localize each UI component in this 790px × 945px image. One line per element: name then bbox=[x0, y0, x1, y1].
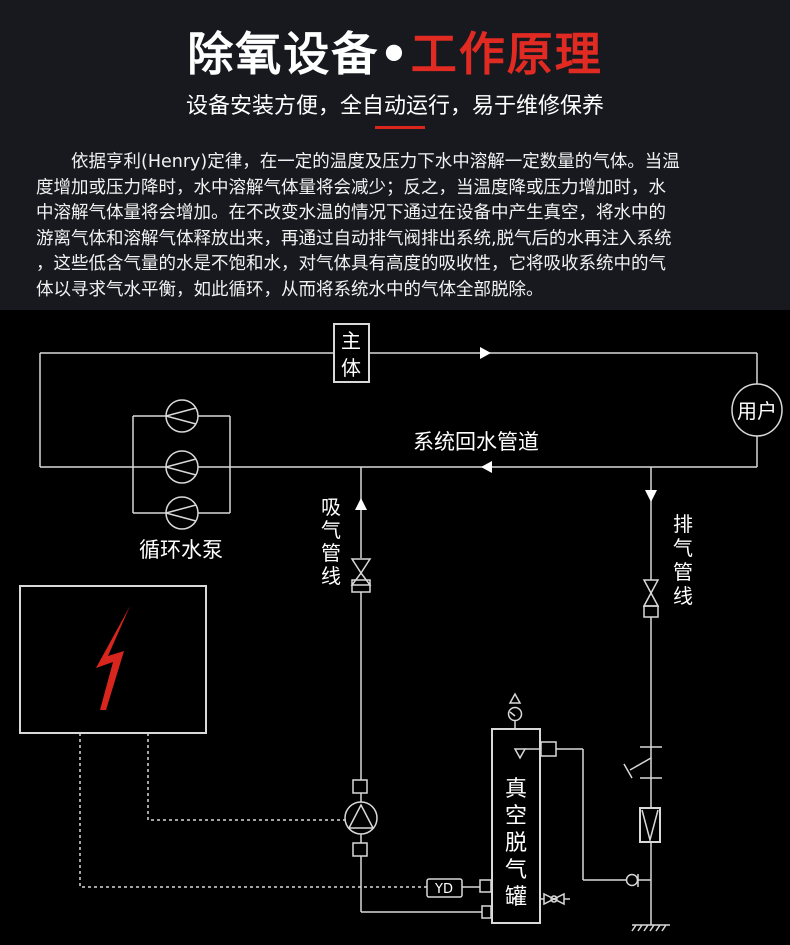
arrow-down-icon bbox=[645, 490, 657, 502]
user-label: 用户 bbox=[737, 399, 777, 423]
vacuum-degassing-tank: 真 空 脱 气 罐 bbox=[479, 692, 651, 924]
pump-icon bbox=[163, 399, 199, 433]
pump-label: 循环水泵 bbox=[139, 538, 223, 562]
control-cabinet: YD bbox=[19, 585, 480, 898]
circulation-pumps: 循环水泵 bbox=[132, 399, 231, 562]
fitting-icon bbox=[352, 779, 368, 794]
description: 依据亨利(Henry)定律，在一定的温度及压力下水中溶解一定数量的气体。当温 度… bbox=[36, 150, 766, 304]
description-line: 度增加或压力降时，水中溶解气体量将会减少；反之，当温度降或压力增加时，水 bbox=[36, 177, 666, 198]
gauge-icon bbox=[507, 706, 523, 722]
title-white: 除氧设备• bbox=[187, 27, 411, 81]
pump-icon bbox=[163, 450, 199, 484]
description-line: 依据亨利(Henry)定律，在一定的温度及压力下水中溶解一定数量的气体。当温 bbox=[71, 152, 680, 172]
svg-text:空: 空 bbox=[505, 804, 527, 829]
svg-text:气: 气 bbox=[505, 858, 527, 883]
yd-label: YD bbox=[434, 882, 453, 897]
ground-icon bbox=[631, 924, 670, 932]
description-line: 体以寻求气水平衡，如此循环，从而将系统水中的气体全部脱除。 bbox=[36, 279, 544, 300]
arrow-up-icon bbox=[355, 498, 367, 510]
description-line: ，这些低含气量的水是不饱和水，对气体具有高度的吸收性，它将吸收系统中的气 bbox=[36, 254, 666, 275]
suction-line: 吸 气 管 线 bbox=[321, 467, 492, 919]
divider bbox=[375, 126, 425, 129]
svg-text:气: 气 bbox=[673, 536, 693, 560]
sensor-icon bbox=[625, 873, 639, 887]
exhaust-line: 排 气 管 线 bbox=[623, 467, 693, 932]
yd-box bbox=[426, 878, 463, 898]
svg-text:真: 真 bbox=[505, 777, 527, 802]
vacuum-pump-icon bbox=[344, 801, 378, 835]
svg-text:管: 管 bbox=[673, 560, 693, 584]
valve-icon bbox=[642, 579, 660, 618]
drain-valve-icon bbox=[543, 892, 570, 906]
svg-text:线: 线 bbox=[321, 564, 341, 588]
svg-text:脱: 脱 bbox=[505, 831, 527, 856]
title-red: 工作原理 bbox=[410, 27, 603, 81]
svg-text:管: 管 bbox=[321, 541, 341, 565]
svg-text:排: 排 bbox=[673, 512, 693, 536]
return-pipe-label: 系统回水管道 bbox=[413, 430, 539, 454]
valve-icon bbox=[350, 558, 372, 593]
fitting-icon bbox=[479, 879, 492, 893]
main-body-label: 体 bbox=[341, 356, 361, 380]
main-body-label: 主 bbox=[341, 329, 361, 353]
pump-icon bbox=[163, 496, 199, 530]
header-section: 除氧设备•工作原理 设备安装方便，全自动运行，易于维修保养 依据亨利(Henry… bbox=[0, 0, 790, 310]
svg-text:吸: 吸 bbox=[321, 495, 341, 519]
main-loop bbox=[39, 347, 758, 473]
subtitle: 设备安装方便，全自动运行，易于维修保养 bbox=[185, 94, 604, 119]
switch-icon bbox=[623, 746, 662, 779]
svg-text:气: 气 bbox=[321, 518, 341, 542]
lightning-icon bbox=[96, 606, 130, 710]
description-line: 游离气体和溶解气体释放出来，再通过自动排气阀排出系统,脱气后的水再注入系统 bbox=[36, 228, 672, 249]
user-node: 用户 bbox=[731, 383, 783, 437]
flow-arrow-left bbox=[481, 461, 492, 473]
flow-arrow-right bbox=[480, 347, 491, 359]
svg-text:线: 线 bbox=[673, 584, 693, 608]
page-title: 除氧设备•工作原理 bbox=[0, 18, 790, 84]
main-body-box: 主 体 bbox=[333, 323, 370, 383]
solenoid-icon bbox=[639, 807, 661, 843]
svg-text:罐: 罐 bbox=[505, 885, 527, 910]
level-indicator-icon bbox=[513, 748, 527, 760]
description-line: 中溶解气体量将会增加。在不改变水温的情况下通过在设备中产生真空，将水中的 bbox=[36, 203, 666, 224]
gauge-arrow-icon bbox=[508, 692, 522, 704]
